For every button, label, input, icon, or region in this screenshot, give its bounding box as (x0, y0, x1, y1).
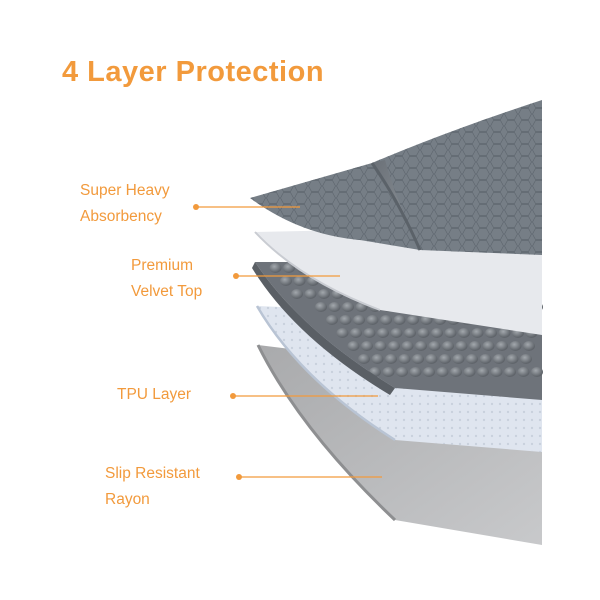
tpu-bubble (428, 341, 441, 351)
layer-label-line: Slip Resistant (105, 465, 200, 482)
connector-dot (230, 393, 236, 399)
tpu-bubble (404, 328, 416, 338)
tpu-bubble (280, 276, 292, 286)
layer-label-line: TPU Layer (117, 386, 192, 403)
layer-label-line: Absorbency (80, 208, 162, 225)
tpu-bubble (371, 354, 384, 364)
tpu-bubble (398, 354, 411, 364)
tpu-bubble (469, 341, 481, 351)
tpu-bubble (425, 354, 438, 364)
tpu-bubble (269, 263, 282, 273)
tpu-bubble (417, 328, 430, 338)
tpu-bubble (409, 367, 422, 377)
tpu-bubble (342, 302, 354, 312)
tpu-bubble (385, 354, 397, 364)
tpu-bubble (366, 315, 379, 325)
tpu-bubble (377, 328, 389, 338)
tpu-bubble (347, 341, 360, 351)
layer-top-absorbent (250, 100, 542, 255)
tpu-bubble (382, 367, 395, 377)
tpu-bubble (353, 315, 365, 325)
tpu-bubble (471, 328, 484, 338)
tpu-bubble (380, 315, 392, 325)
tpu-bubble (439, 354, 451, 364)
tpu-bubble (450, 367, 462, 377)
tpu-bubble (326, 315, 338, 325)
tpu-bubble (361, 341, 373, 351)
tpu-bubble (458, 328, 470, 338)
connector-dot (193, 204, 199, 210)
layer-label-line: Rayon (105, 491, 150, 508)
tpu-bubble (304, 289, 317, 299)
tpu-bubble (442, 341, 454, 351)
layer-label-line: Velvet Top (131, 283, 203, 300)
tpu-bubble (498, 328, 511, 338)
tpu-bubble (407, 315, 419, 325)
tpu-bubble (531, 367, 543, 377)
tpu-bubble (291, 289, 303, 299)
page-title: 4 Layer Protection (62, 56, 325, 88)
tpu-bubble (293, 276, 306, 286)
connector-dot (233, 273, 239, 279)
tpu-bubble (452, 354, 465, 364)
tpu-bubble (396, 367, 408, 377)
tpu-bubble (455, 341, 468, 351)
tpu-bubble (436, 367, 449, 377)
tpu-bubble (477, 367, 489, 377)
tpu-bubble (490, 367, 503, 377)
tpu-bubble (315, 302, 327, 312)
tpu-bubble (493, 354, 505, 364)
tpu-bubble (523, 341, 535, 351)
connector-lines (193, 204, 382, 480)
layer-label-velvet: Premium Velvet Top (131, 253, 202, 305)
tpu-bubble (336, 328, 349, 338)
tpu-bubble (463, 367, 476, 377)
layer-label-absorbency: Super Heavy Absorbency (80, 178, 170, 230)
layer-label-rayon: Slip Resistant Rayon (105, 461, 200, 513)
tpu-bubble (390, 328, 403, 338)
tpu-bubble (517, 367, 530, 377)
tpu-bubble (412, 354, 424, 364)
layer-label-line: Premium (131, 257, 194, 274)
layer-label-line: Super Heavy (80, 182, 170, 199)
tpu-bubble (363, 328, 376, 338)
tpu-bubble (431, 328, 443, 338)
tpu-bubble (466, 354, 478, 364)
tpu-bubble (509, 341, 522, 351)
tpu-bubble (482, 341, 495, 351)
tpu-bubble (415, 341, 427, 351)
tpu-bubble (339, 315, 352, 325)
tpu-bubble (358, 354, 370, 364)
layer-label-tpu: TPU Layer (117, 382, 191, 408)
tpu-bubble (393, 315, 406, 325)
tpu-bubble (520, 354, 532, 364)
tpu-bubble (444, 328, 457, 338)
tpu-bubble (350, 328, 362, 338)
tpu-bubble (485, 328, 497, 338)
tpu-bubble (496, 341, 508, 351)
connector-dot (236, 474, 242, 480)
tpu-bubble (401, 341, 414, 351)
tpu-bubble (423, 367, 435, 377)
tpu-bubble (506, 354, 519, 364)
tpu-bubble (328, 302, 341, 312)
tpu-bubble (318, 289, 330, 299)
tpu-bubble (388, 341, 400, 351)
tpu-bubble (504, 367, 516, 377)
tpu-bubble (374, 341, 387, 351)
tpu-bubble (479, 354, 492, 364)
